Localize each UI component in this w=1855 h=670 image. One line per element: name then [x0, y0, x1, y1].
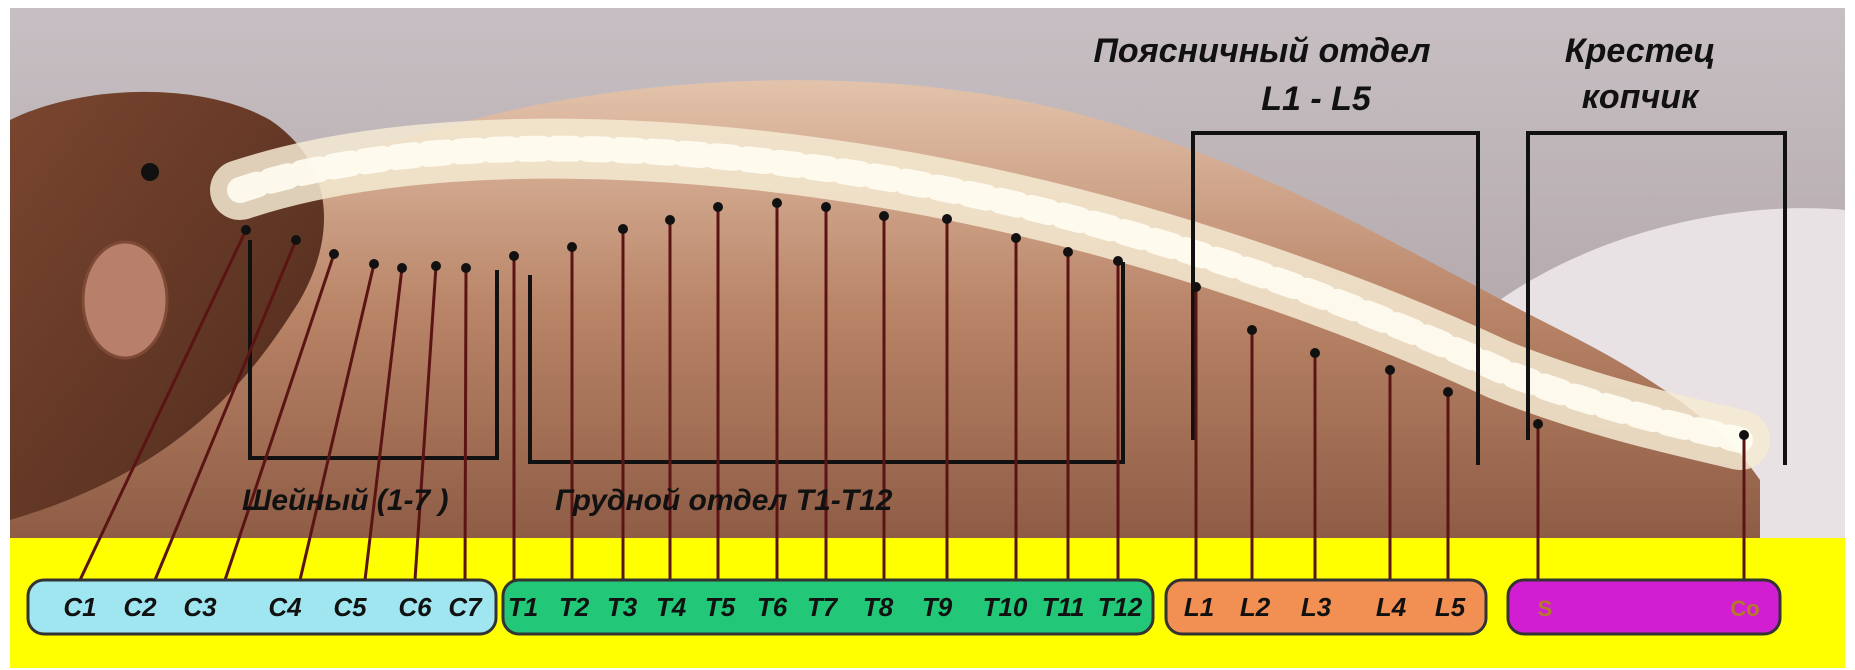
vertebra-point-co [1739, 430, 1749, 440]
vertebra-label-co: Co [1730, 596, 1759, 621]
vertebra-label-t1: T1 [508, 592, 538, 622]
vertebra-point-t8 [879, 211, 889, 221]
vertebra-label-l1: L1 [1184, 592, 1214, 622]
head-point-marker [141, 163, 159, 181]
vertebra-label-t4: T4 [656, 592, 687, 622]
vertebra-point-t3 [618, 224, 628, 234]
vertebra-point-l1 [1191, 282, 1201, 292]
lumbar-range-heading: L1 - L5 [1261, 80, 1372, 118]
vertebra-label-t12: T12 [1098, 592, 1143, 622]
vertebra-label-s: S [1538, 596, 1553, 621]
vertebra-point-t7 [821, 202, 831, 212]
vertebra-label-c7: C7 [448, 592, 483, 622]
vertebra-label-l3: L3 [1301, 592, 1332, 622]
vertebra-point-t12 [1113, 256, 1123, 266]
lumbar-heading: Поясничный отдел [1093, 32, 1430, 70]
vertebra-label-c1: C1 [63, 592, 96, 622]
vertebra-point-c3 [329, 249, 339, 259]
vertebra-point-t5 [713, 202, 723, 212]
vertebra-point-c6 [431, 261, 441, 271]
vertebra-label-t5: T5 [705, 592, 736, 622]
vertebra-point-l4 [1385, 365, 1395, 375]
vertebra-label-t3: T3 [607, 592, 638, 622]
vertebra-label-t2: T2 [559, 592, 590, 622]
ear-shape [83, 242, 167, 358]
vertebra-label-c6: C6 [398, 592, 432, 622]
vertebra-label-l2: L2 [1240, 592, 1271, 622]
sacrum-heading: Крестец [1565, 32, 1716, 70]
vertebra-point-t2 [567, 242, 577, 252]
vertebra-point-s [1533, 419, 1543, 429]
vertebra-point-t4 [665, 215, 675, 225]
vertebra-point-t9 [942, 214, 952, 224]
cervical-heading: Шейный (1-7 ) [242, 484, 448, 517]
vertebra-label-c3: C3 [183, 592, 217, 622]
vertebra-label-c5: C5 [333, 592, 367, 622]
vertebra-point-t11 [1063, 247, 1073, 257]
connector-c7 [465, 268, 466, 580]
coccyx-heading: копчик [1582, 78, 1700, 116]
vertebra-label-t10: T10 [983, 592, 1028, 622]
vertebra-point-c5 [397, 263, 407, 273]
vertebra-point-t6 [772, 198, 782, 208]
vertebra-label-c2: C2 [123, 592, 157, 622]
thoracic-heading: Грудной отдел Т1-Т12 [555, 484, 893, 517]
vertebra-label-c4: C4 [268, 592, 302, 622]
vertebra-label-l4: L4 [1376, 592, 1407, 622]
vertebra-point-c7 [461, 263, 471, 273]
vertebra-point-c4 [369, 259, 379, 269]
vertebra-label-l5: L5 [1435, 592, 1466, 622]
vertebra-point-t1 [509, 251, 519, 261]
vertebra-point-l3 [1310, 348, 1320, 358]
vertebra-label-t8: T8 [863, 592, 894, 622]
vertebra-point-t10 [1011, 233, 1021, 243]
vertebra-point-c1 [241, 225, 251, 235]
vertebra-label-t6: T6 [757, 592, 788, 622]
vertebra-point-l2 [1247, 325, 1257, 335]
vertebra-label-t9: T9 [922, 592, 953, 622]
vertebra-point-c2 [291, 235, 301, 245]
vertebra-label-t7: T7 [807, 592, 839, 622]
vertebra-label-t11: T11 [1042, 592, 1085, 622]
vertebra-point-l5 [1443, 387, 1453, 397]
